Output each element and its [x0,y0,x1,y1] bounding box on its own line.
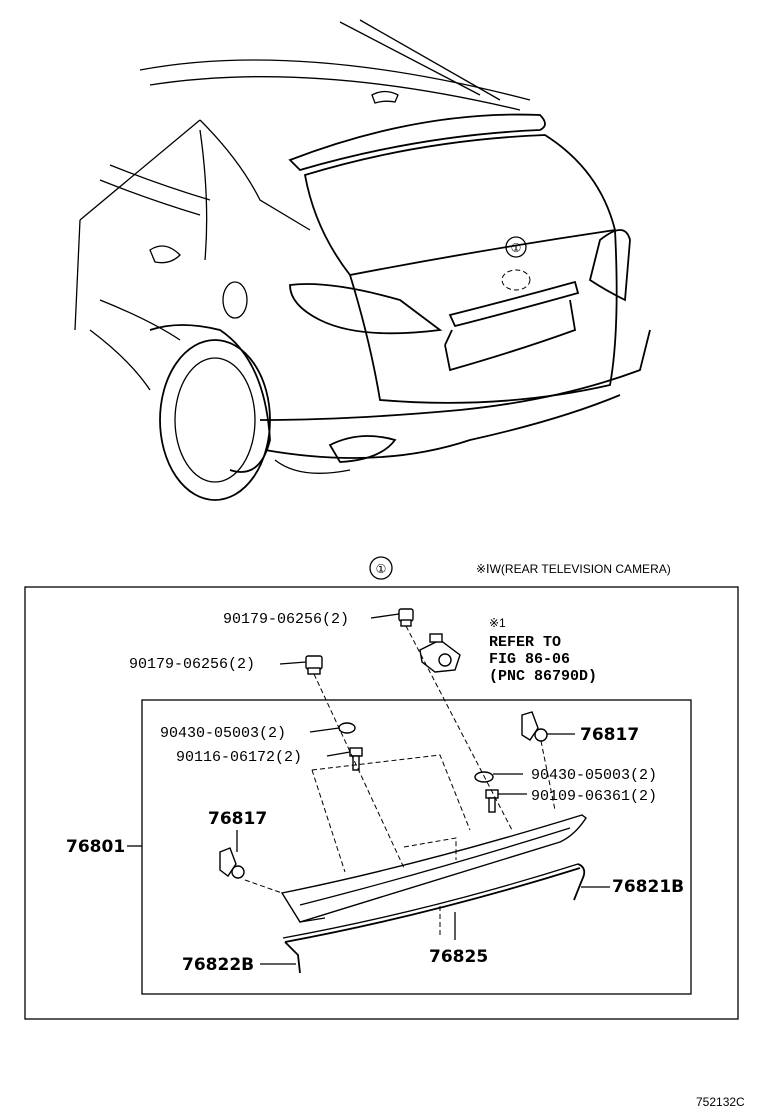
reference-line-1: REFER TO [489,634,561,651]
camera-graphic [419,633,461,673]
label-assembly: 76801 [66,837,125,857]
nut-left-graphic [305,655,323,675]
clip-left-graphic [219,847,245,879]
reference-mark: ※1 [489,616,506,630]
end-cap-left-graphic [284,941,301,974]
label-clip-right: 76817 [580,725,639,745]
label-washer-left: 90430-05003(2) [160,725,286,742]
bolt-left-graphic [349,747,363,771]
nut-upper-graphic [398,608,414,627]
inner-frame [141,699,692,995]
leader-lines [127,613,610,965]
molding-graphic [284,867,581,943]
garnish-assembly-graphic [280,814,587,923]
vehicle-illustration: ① [74,19,651,501]
label-washer-right: 90430-05003(2) [531,767,657,784]
outer-frame [24,586,739,1020]
header-note: ※ⅠW(REAR TELEVISION CAMERA) [476,562,671,576]
assembly-dashed-lines [244,625,556,935]
label-end-cap-right: 76821B [612,877,684,897]
label-nut-left: 90179-06256(2) [129,656,255,673]
clip-right-graphic [521,711,548,742]
reference-line-3: (PNC 86790D) [489,668,597,685]
end-cap-right-graphic [573,863,586,901]
reference-line-2: FIG 86-06 [489,651,570,668]
bolt-right-graphic [485,789,499,813]
label-molding: 76825 [429,947,488,967]
section-callout-label: ① [376,562,387,576]
label-clip-left: 76817 [208,809,267,829]
figure-code: 752132C [696,1095,745,1109]
label-end-cap-left: 76822B [182,955,254,975]
label-nut-upper: 90179-06256(2) [223,611,349,628]
vehicle-callout-label: ① [511,241,522,255]
washer-left-graphic [338,722,356,734]
label-bolt-right: 90109-06361(2) [531,788,657,805]
label-bolt-left: 90116-06172(2) [176,749,302,766]
